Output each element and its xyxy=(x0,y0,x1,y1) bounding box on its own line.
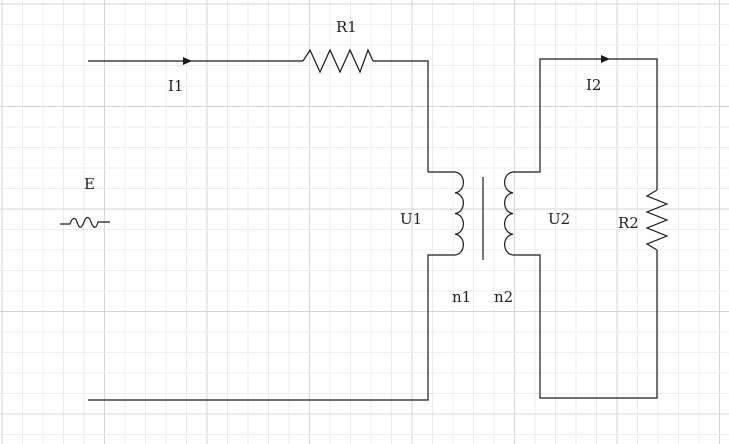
label-i1: I1 xyxy=(168,77,183,95)
primary-coil-lead-bottom xyxy=(88,254,455,401)
primary-coil-icon xyxy=(454,171,464,256)
primary-top-wire-right xyxy=(373,60,429,172)
label-i2: I2 xyxy=(586,76,601,94)
label-e: E xyxy=(84,175,95,193)
current-i1-arrow-icon xyxy=(183,57,192,65)
current-i2-arrow-icon xyxy=(601,55,610,63)
label-u1: U1 xyxy=(400,210,422,228)
resistor-r1-icon xyxy=(302,48,374,74)
secondary-coil-lead-bottom xyxy=(513,250,658,399)
secondary-coil-lead-top xyxy=(513,58,658,190)
label-r1: R1 xyxy=(336,18,357,36)
resistor-r2-icon xyxy=(645,189,669,251)
secondary-coil-icon xyxy=(504,171,514,256)
label-n2: n2 xyxy=(494,288,513,306)
label-r2: R2 xyxy=(618,214,639,232)
ac-source-icon xyxy=(60,216,110,228)
label-n1: n1 xyxy=(452,288,471,306)
label-u2: U2 xyxy=(548,210,570,228)
